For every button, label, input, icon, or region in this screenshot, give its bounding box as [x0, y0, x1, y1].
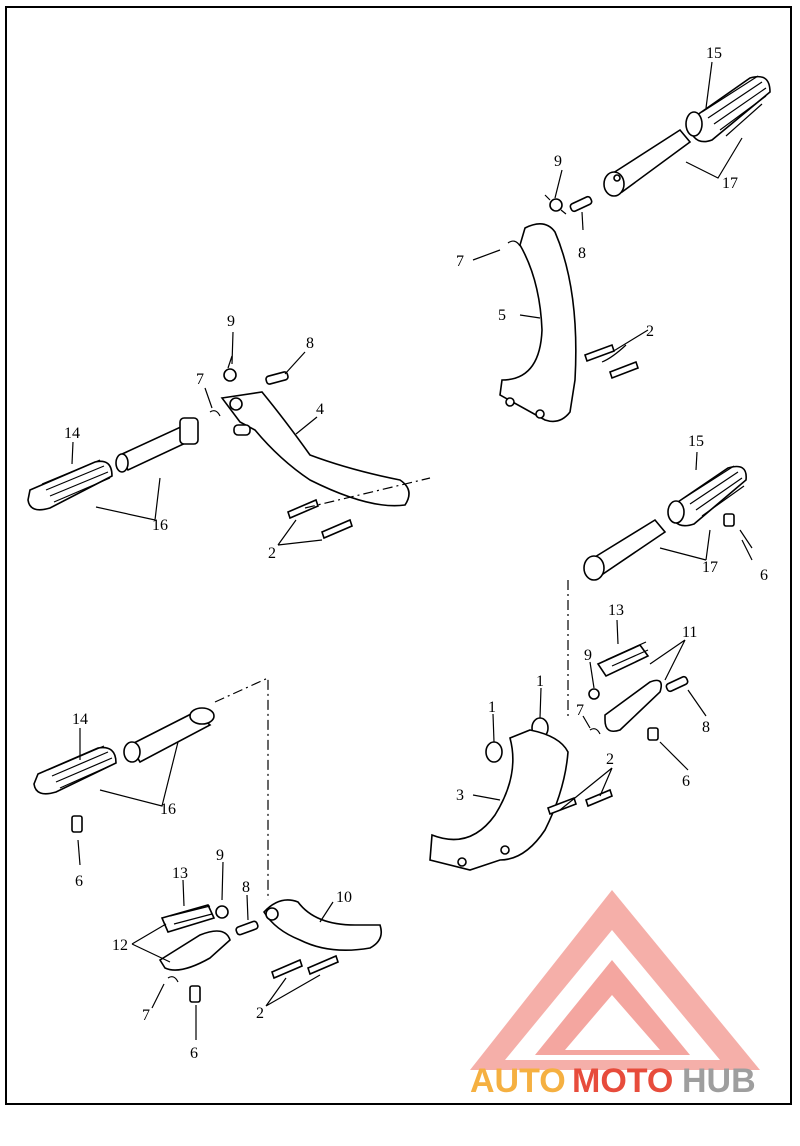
bracket-4 — [220, 391, 410, 507]
callout-8-bl: 8 — [242, 879, 250, 896]
footpeg-rubber-15 — [685, 75, 771, 143]
callout-17-mid: 17 — [702, 559, 718, 576]
callout-7-tr: 7 — [456, 253, 464, 270]
callout-7-br: 7 — [576, 702, 584, 719]
bracket-3 — [429, 729, 569, 871]
callout-labels: 15 17 9 8 7 5 2 9 8 7 4 14 16 2 15 17 6 … — [64, 45, 768, 1062]
footpeg-shaft-17-mid — [583, 518, 667, 581]
callout-1b: 1 — [536, 673, 544, 690]
footrest-pad-13-bl — [160, 904, 216, 933]
callout-17-tr: 17 — [722, 175, 738, 192]
watermark-logo — [470, 890, 760, 1070]
callout-13-bl: 13 — [172, 865, 188, 882]
callout-7-tl: 7 — [196, 371, 204, 388]
footpeg-shaft-16-top — [115, 417, 199, 473]
callout-14-bottom: 14 — [72, 711, 88, 728]
plug-6-bl-2 — [189, 985, 201, 1003]
assembly-right-middle — [567, 465, 753, 720]
callout-13-br: 13 — [608, 602, 624, 619]
screws-2-tr — [583, 343, 640, 380]
clip-7-br — [589, 728, 601, 735]
spring-9-tl — [223, 355, 237, 382]
footrest-mount-11 — [604, 679, 663, 733]
callout-15-tr: 15 — [706, 45, 722, 62]
callout-15-mid: 15 — [688, 433, 704, 450]
spacer-1a — [485, 741, 503, 763]
callout-14-top: 14 — [64, 425, 80, 442]
clip-7-tr — [507, 240, 521, 247]
callout-12: 12 — [112, 937, 128, 954]
callout-5: 5 — [498, 307, 506, 324]
footpeg-rubber-14-top — [27, 459, 113, 511]
spring-9-tr — [544, 194, 567, 215]
callout-8-tl: 8 — [306, 335, 314, 352]
callout-11: 11 — [682, 624, 697, 641]
callout-10: 10 — [336, 889, 352, 906]
callout-9-tl: 9 — [227, 313, 235, 330]
clip-7-bl — [167, 976, 179, 983]
plug-6-br — [647, 727, 659, 741]
callout-6-br: 6 — [682, 773, 690, 790]
callout-16-top: 16 — [152, 517, 168, 534]
pin-8-tl — [265, 371, 289, 385]
watermark-moto: MOTO — [572, 1062, 673, 1100]
callout-6-bl-2: 6 — [190, 1045, 198, 1062]
watermark-auto: AUTO — [470, 1062, 566, 1100]
footrest-mount-12 — [158, 930, 231, 971]
callout-2-br: 2 — [606, 751, 614, 768]
assembly-bottom-left — [33, 677, 383, 1003]
plug-6-mid — [723, 513, 753, 549]
callout-2-tl: 2 — [268, 545, 276, 562]
clip-7-tl — [209, 410, 221, 417]
callout-6-mid: 6 — [760, 567, 768, 584]
leader-lines — [71, 61, 753, 1040]
pin-8-bl — [235, 920, 259, 936]
footpeg-rubber-14-bottom — [33, 745, 117, 795]
footrest-pad-13-br — [596, 641, 650, 678]
callout-4: 4 — [316, 401, 324, 418]
callout-2-bl: 2 — [256, 1005, 264, 1022]
pin-8-tr — [569, 195, 593, 213]
callout-1a: 1 — [488, 699, 496, 716]
callout-8-br: 8 — [702, 719, 710, 736]
pin-8-br — [665, 675, 689, 693]
callout-9-tr: 9 — [554, 153, 562, 170]
spring-9-br — [588, 688, 600, 700]
callout-3: 3 — [456, 787, 464, 804]
spring-9-bl — [215, 905, 229, 919]
watermark-hub: HUB — [682, 1062, 756, 1100]
bracket-10 — [262, 899, 383, 952]
callout-2-tr: 2 — [646, 323, 654, 340]
callout-6-bl: 6 — [75, 873, 83, 890]
assembly-top-right — [499, 75, 771, 423]
callout-9-br: 9 — [584, 647, 592, 664]
callout-9-bl: 9 — [216, 847, 224, 864]
plug-6-bl — [71, 815, 83, 833]
footpeg-shaft-17 — [603, 128, 692, 197]
callout-16-bottom: 16 — [160, 801, 176, 818]
assembly-top-left — [27, 355, 431, 540]
assembly-bottom-right — [429, 641, 689, 871]
diagram-frame — [5, 6, 792, 1105]
footpeg-rubber-15-mid — [667, 465, 747, 527]
screws-2-tl — [287, 498, 353, 540]
bracket-5 — [499, 223, 577, 423]
screws-2-bl — [271, 954, 339, 980]
footpeg-shaft-16-bottom — [123, 707, 215, 764]
callout-7-bl: 7 — [142, 1007, 150, 1024]
callout-8-tr: 8 — [578, 245, 586, 262]
